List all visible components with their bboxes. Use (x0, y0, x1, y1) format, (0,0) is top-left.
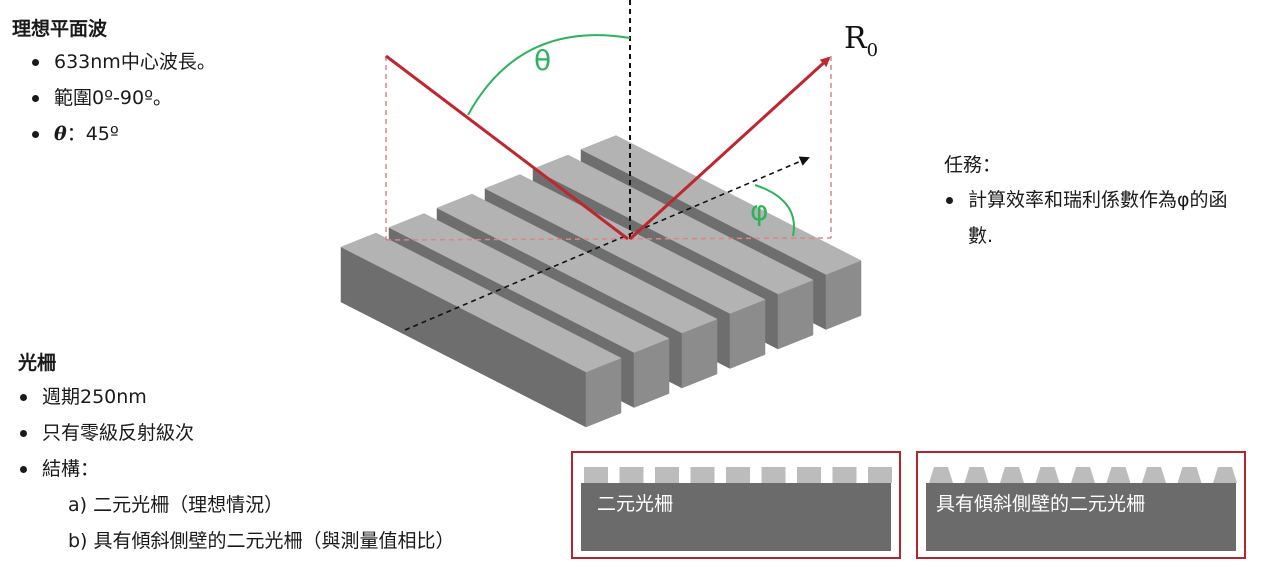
reflected-order-label: R0 (844, 21, 878, 61)
theta-label: θ (534, 44, 551, 77)
grating-tooth (1035, 467, 1060, 483)
beam-overlay: θ φ R0 (385, 0, 878, 331)
grating-tooth (619, 467, 644, 483)
list-item: 範圍0º-90º。 (30, 80, 216, 116)
plane-wave-title: 理想平面波 (12, 18, 108, 40)
grating-tooth (1177, 467, 1202, 483)
grating-title: 光柵 (18, 352, 57, 374)
binary-grating-label: 二元光柵 (597, 493, 674, 515)
grating-tooth (832, 467, 857, 483)
theta-value: ：45º (66, 123, 119, 145)
binary-grating-profile (581, 467, 892, 551)
list-item: a) 二元光柵（理想情況） (68, 494, 284, 516)
phi-label: φ (750, 194, 768, 227)
inset-slanted-grating: 具有傾斜側壁的二元光柵 (916, 451, 1246, 559)
grating-tooth (1106, 467, 1131, 483)
inset-binary-grating: 二元光柵 (571, 451, 901, 559)
grating-tooth (690, 467, 715, 483)
grating-tooth (797, 467, 821, 483)
ridge-top-face (340, 232, 622, 373)
task-list: 計算效率和瑞利係數作為φ的函數. (944, 182, 1248, 254)
grating-tooth (1000, 467, 1024, 483)
list-item: 計算效率和瑞利係數作為φ的函數. (944, 182, 1248, 254)
grating-tooth (655, 467, 679, 483)
ridge-top-face (532, 154, 814, 295)
list-item: 633nm中心波長。 (30, 44, 216, 80)
list-item: b) 具有傾斜側壁的二元光柵（與測量值相比） (68, 530, 455, 552)
grating-tooth (1213, 467, 1237, 483)
grating-tooth (726, 467, 750, 483)
theta-symbol: θ (54, 123, 67, 145)
ridge-top-face (436, 193, 718, 334)
slanted-grating-profile (926, 467, 1237, 551)
substrate (581, 483, 891, 551)
phi-arc (754, 184, 795, 237)
grating-tooth (1142, 467, 1166, 483)
base-dashed-line (385, 237, 832, 241)
grating-tooth (929, 467, 953, 483)
list-item: 只有零級反射級次 (18, 415, 455, 451)
grating-tooth (1071, 467, 1095, 483)
ridge-top-face (484, 174, 766, 314)
grating-tooth (964, 467, 989, 483)
list-item: θ：45º (30, 116, 216, 152)
reflected-beam (628, 56, 831, 241)
plane-wave-list: 633nm中心波長。 範圍0º-90º。 θ：45º (30, 44, 216, 152)
list-item: 結構： (18, 451, 455, 487)
slanted-grating-label: 具有傾斜側壁的二元光柵 (936, 493, 1146, 515)
ridge-top-face (388, 213, 670, 353)
grating-ridges (340, 135, 862, 428)
incident-beam (385, 54, 629, 241)
substrate (926, 483, 1236, 551)
grating-tooth (761, 467, 786, 483)
ridge-top-face (580, 135, 862, 275)
grating-axis-line (404, 156, 810, 331)
grating-tooth (868, 467, 892, 483)
theta-arc (467, 34, 631, 116)
task-title: 任務： (944, 154, 1002, 176)
grating-list: 週期250nm 只有零級反射級次 結構： a) 二元光柵（理想情況） b) 具有… (18, 379, 455, 559)
grating-tooth (584, 467, 608, 483)
list-item: 週期250nm (18, 379, 455, 415)
